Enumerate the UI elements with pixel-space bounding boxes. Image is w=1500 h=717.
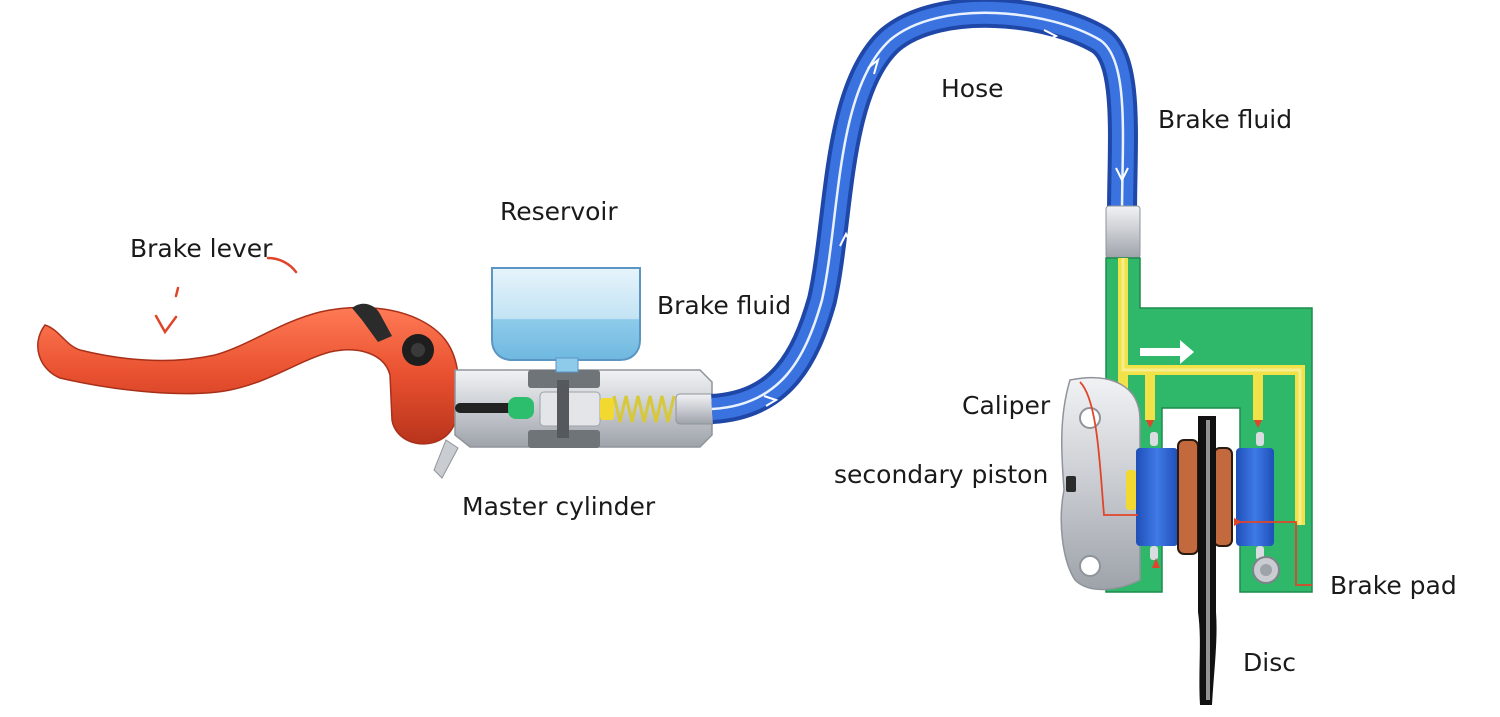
disc-highlight	[1206, 420, 1210, 700]
hose-fitting	[1105, 205, 1141, 259]
pin-top-right	[1256, 432, 1264, 446]
fluid-flow-line	[711, 11, 1125, 411]
flow-arrow-3	[867, 57, 880, 75]
reservoir-neck	[555, 357, 579, 373]
hose	[710, 0, 1141, 424]
red-arrow-left	[1152, 558, 1160, 568]
outlet-fitting	[675, 393, 717, 425]
red-arrow-top-left	[1146, 420, 1154, 428]
lever-motion-line	[174, 286, 180, 298]
yellow-seal-left	[1126, 470, 1136, 510]
red-arrow-right	[1234, 518, 1242, 526]
lever-arm	[37, 306, 461, 445]
push-rod	[455, 403, 520, 413]
primary-piston	[539, 391, 601, 427]
label-brake-pad: Brake pad	[1330, 571, 1457, 600]
lever-motion-annotation	[154, 256, 298, 335]
label-brake-fluid-reservoir: Brake fluid	[657, 291, 792, 320]
fluid-channel-inner	[1121, 258, 1302, 525]
piston-clamp-bottom	[528, 430, 600, 448]
label-brake-fluid-hose: Brake fluid	[1158, 105, 1293, 134]
brake-lever	[37, 303, 461, 479]
flow-arrow-1	[763, 395, 779, 407]
hose-highlight	[711, 1, 1134, 420]
label-hose: Hose	[941, 74, 1004, 103]
pin-bottom-left	[1150, 546, 1158, 560]
flow-arrow-white	[1140, 340, 1194, 364]
hose-tube	[710, 0, 1138, 424]
label-disc: Disc	[1243, 648, 1296, 677]
pin-top-left	[1150, 432, 1158, 446]
piston-shaft	[557, 380, 569, 438]
lever-motion-arrow	[154, 314, 178, 335]
piston-clamp-top	[528, 370, 600, 388]
brake-pad-left	[1177, 439, 1199, 555]
brake-disc	[1198, 416, 1217, 705]
pressure-path-red	[1079, 381, 1312, 586]
brake-pad-right	[1213, 447, 1233, 547]
label-master-cylinder: Master cylinder	[462, 492, 656, 521]
lever-pivot-plate	[352, 303, 392, 342]
label-brake-lever: Brake lever	[130, 234, 273, 263]
red-arrow-top-right	[1254, 420, 1262, 428]
caliper-mount-bolt-center	[1260, 564, 1272, 576]
piston-left	[1136, 448, 1178, 546]
lever-swoosh	[266, 256, 298, 274]
label-reservoir: Reservoir	[500, 197, 618, 226]
caliper-bolt-top	[1079, 407, 1101, 429]
caliper	[1060, 257, 1313, 593]
lever-trigger	[433, 439, 459, 479]
yellow-cup	[600, 398, 614, 420]
return-spring	[612, 395, 676, 423]
reservoir	[491, 267, 641, 373]
master-cylinder	[454, 369, 717, 448]
label-caliper: Caliper	[962, 391, 1051, 420]
flow-arrow-2	[839, 231, 853, 247]
reservoir-tank	[491, 267, 641, 361]
label-secondary-piston: secondary piston	[834, 460, 1049, 489]
push-rod-seal	[508, 397, 534, 419]
piston-right	[1236, 448, 1274, 546]
caliper-port	[1066, 476, 1076, 492]
pin-bottom-right	[1256, 546, 1264, 560]
caliper-bolt-bottom	[1079, 555, 1101, 577]
flow-arrow-5	[1115, 167, 1129, 183]
flow-arrow-4	[1043, 29, 1059, 43]
lever-pivot-bolt-center	[411, 343, 425, 357]
